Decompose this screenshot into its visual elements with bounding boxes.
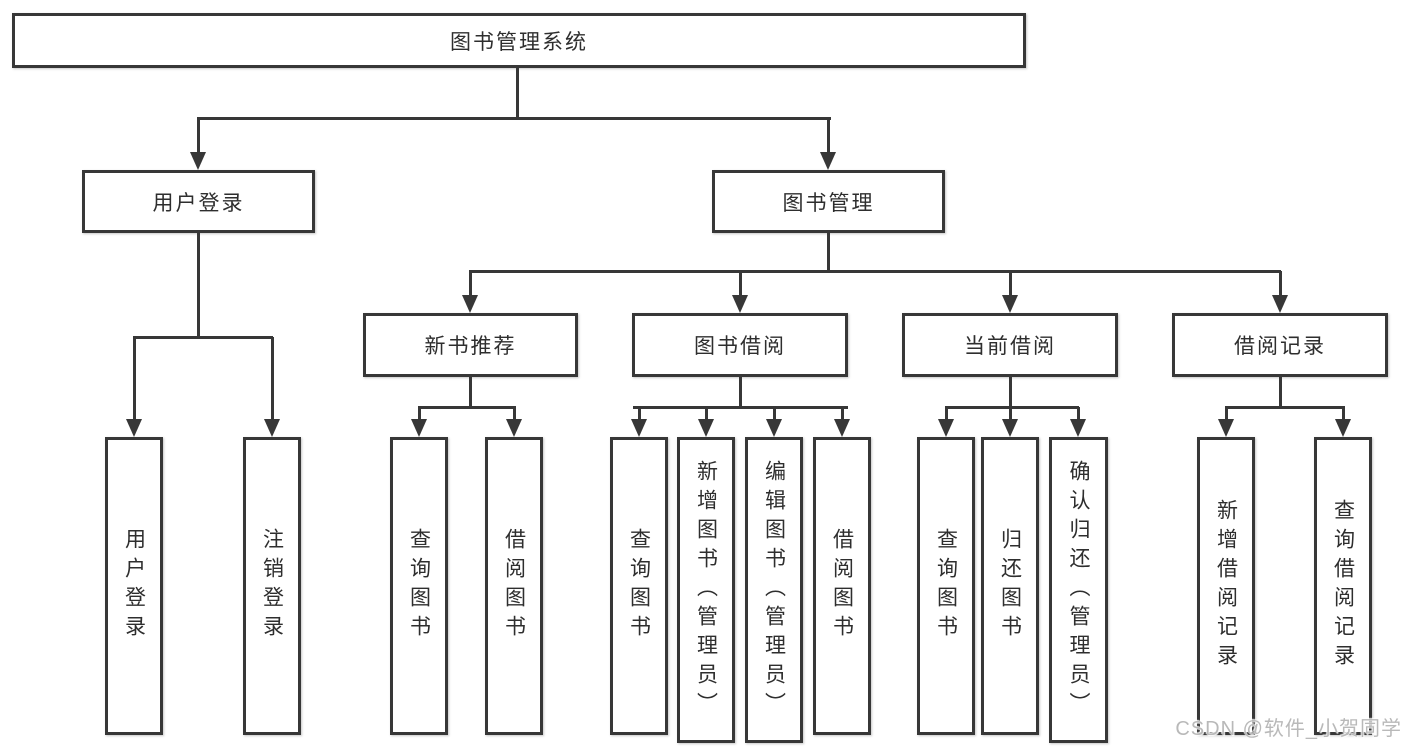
- connector-line: [133, 337, 136, 421]
- leaf-add-books-admin: 新增图书（管理员）: [677, 437, 735, 743]
- arrowhead-icon: [1070, 419, 1086, 437]
- leaf-label: 查询图书: [934, 528, 958, 644]
- leaf-label: 借阅图书: [502, 528, 526, 644]
- arrowhead-icon: [938, 419, 954, 437]
- node-book-management: 图书管理: [712, 170, 945, 233]
- node-new-book-recommend: 新书推荐: [363, 313, 578, 377]
- connector-line: [513, 407, 516, 421]
- connector-line: [197, 117, 831, 120]
- leaf-add-borrow-record: 新增借阅记录: [1197, 437, 1255, 735]
- arrowhead-icon: [732, 295, 748, 313]
- leaf-label: 用户登录: [122, 528, 146, 644]
- connector-line: [1279, 271, 1282, 297]
- arrowhead-icon: [462, 295, 478, 313]
- connector-line: [197, 233, 200, 337]
- leaf-label: 查询图书: [627, 528, 651, 644]
- leaf-query-books-1: 查询图书: [390, 437, 448, 735]
- connector-line: [945, 406, 1079, 409]
- arrowhead-icon: [1218, 419, 1234, 437]
- arrowhead-icon: [126, 419, 142, 437]
- connector-line: [418, 407, 421, 421]
- connector-line: [418, 406, 516, 409]
- node-user-login-label: 用户登录: [152, 191, 245, 215]
- connector-line: [739, 271, 742, 297]
- node-book-borrow: 图书借阅: [632, 313, 848, 377]
- connector-line: [469, 270, 1281, 273]
- leaf-borrow-books-2: 借阅图书: [813, 437, 871, 735]
- arrowhead-icon: [1272, 295, 1288, 313]
- leaf-borrow-books-1: 借阅图书: [485, 437, 543, 735]
- node-book-borrow-label: 图书借阅: [694, 335, 786, 358]
- connector-line: [705, 407, 708, 421]
- arrowhead-icon: [1335, 419, 1351, 437]
- arrowhead-icon: [698, 419, 714, 437]
- connector-line: [1009, 407, 1012, 421]
- connector-line: [1009, 377, 1012, 407]
- node-user-login: 用户登录: [82, 170, 315, 233]
- connector-line: [469, 271, 472, 297]
- leaf-label: 查询图书: [407, 528, 431, 644]
- arrowhead-icon: [631, 419, 647, 437]
- arrowhead-icon: [190, 152, 206, 170]
- watermark: CSDN @软件_小贺同学: [1175, 718, 1402, 740]
- leaf-label: 借阅图书: [830, 528, 854, 644]
- node-root: 图书管理系统: [12, 13, 1026, 68]
- arrowhead-icon: [264, 419, 280, 437]
- leaf-confirm-return-admin: 确认归还（管理员）: [1049, 437, 1108, 743]
- node-root-label: 图书管理系统: [450, 30, 588, 54]
- connector-line: [827, 118, 830, 154]
- connector-line: [638, 407, 641, 421]
- node-current-borrow-label: 当前借阅: [964, 335, 1056, 358]
- leaf-label: 编辑图书（管理员）: [762, 459, 786, 721]
- connector-line: [841, 407, 844, 421]
- leaf-query-borrow-record: 查询借阅记录: [1314, 437, 1372, 735]
- leaf-label: 注销登录: [260, 528, 284, 644]
- connector-line: [633, 406, 848, 409]
- connector-line: [945, 407, 948, 421]
- leaf-edit-books-admin: 编辑图书（管理员）: [745, 437, 803, 743]
- leaf-label: 新增图书（管理员）: [694, 459, 718, 721]
- connector-line: [1009, 271, 1012, 297]
- node-book-management-label: 图书管理: [782, 191, 875, 215]
- leaf-query-books-2: 查询图书: [610, 437, 668, 735]
- connector-line: [1225, 407, 1228, 421]
- connector-line: [739, 377, 742, 407]
- node-new-book-recommend-label: 新书推荐: [424, 335, 517, 358]
- arrowhead-icon: [411, 419, 427, 437]
- leaf-logout: 注销登录: [243, 437, 301, 735]
- leaf-label: 新增借阅记录: [1214, 499, 1238, 673]
- connector-line: [469, 377, 472, 407]
- node-current-borrow: 当前借阅: [902, 313, 1118, 377]
- leaf-return-books: 归还图书: [981, 437, 1039, 735]
- arrowhead-icon: [1002, 295, 1018, 313]
- connector-line: [271, 337, 274, 421]
- connector-line: [133, 336, 273, 339]
- connector-line: [773, 407, 776, 421]
- leaf-query-books-3: 查询图书: [917, 437, 975, 735]
- arrowhead-icon: [766, 419, 782, 437]
- connector-line: [1225, 406, 1345, 409]
- leaf-label: 查询借阅记录: [1331, 499, 1355, 673]
- node-borrow-records: 借阅记录: [1172, 313, 1388, 377]
- node-borrow-records-label: 借阅记录: [1234, 335, 1326, 358]
- leaf-label: 归还图书: [998, 528, 1022, 644]
- connector-line: [1077, 407, 1080, 421]
- leaf-user-login: 用户登录: [105, 437, 163, 735]
- arrowhead-icon: [820, 152, 836, 170]
- arrowhead-icon: [506, 419, 522, 437]
- arrowhead-icon: [1002, 419, 1018, 437]
- connector-line: [1342, 407, 1345, 421]
- arrowhead-icon: [834, 419, 850, 437]
- connector-line: [1279, 377, 1282, 407]
- connector-line: [197, 118, 200, 154]
- leaf-label: 确认归还（管理员）: [1067, 459, 1091, 721]
- connector-line: [827, 233, 830, 271]
- connector-line: [516, 68, 519, 118]
